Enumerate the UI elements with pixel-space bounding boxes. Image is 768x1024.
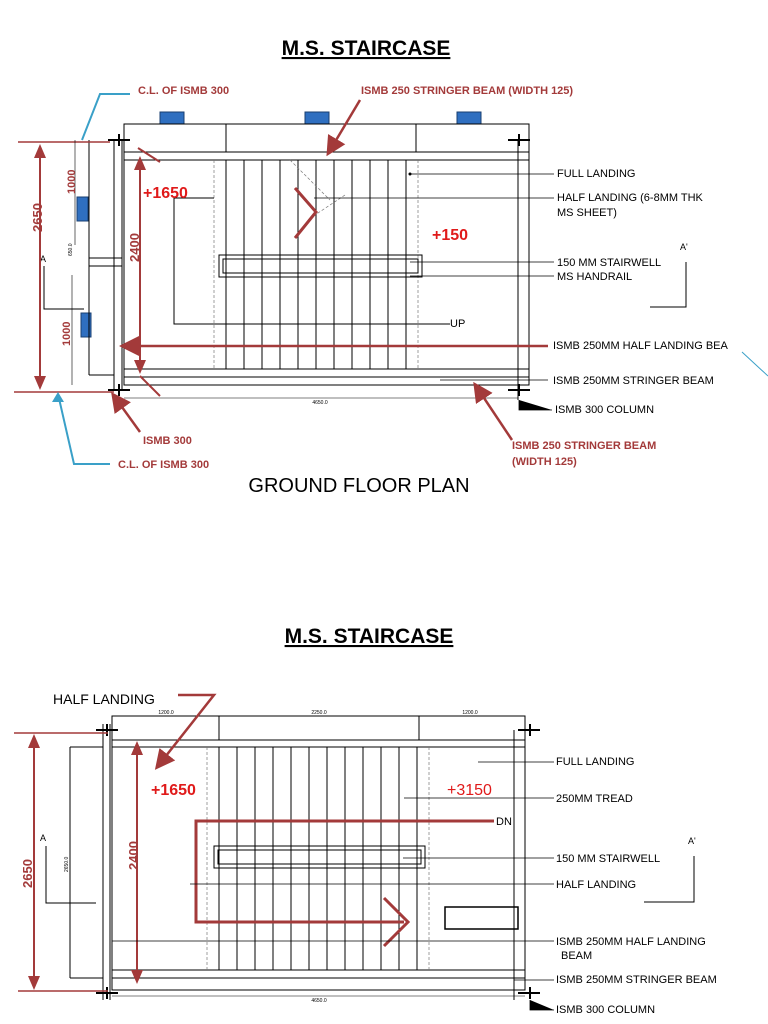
dim-inner-2: 2400 <box>126 841 141 870</box>
level-left: +1650 <box>143 185 188 202</box>
callout2-full-landing: FULL LANDING <box>556 756 634 768</box>
dim-length: 4650.0 <box>312 400 328 406</box>
stair-treads <box>225 160 407 369</box>
dim-overall-2: 2650 <box>20 859 35 888</box>
handrail <box>222 258 419 274</box>
label-stringer-top: ISMB 250 STRINGER BEAM (WIDTH 125) <box>361 85 573 97</box>
column-block <box>159 111 185 125</box>
small-dim-2: 2650.0 <box>64 856 70 872</box>
column-block <box>304 111 330 125</box>
column-block <box>456 111 482 125</box>
label-half-landing: HALF LANDING <box>53 691 155 707</box>
direction-arrow <box>293 187 318 239</box>
dim-overall: 2650 <box>30 203 45 232</box>
column-block <box>80 312 92 338</box>
callout2-stringer-beam: ISMB 250MM STRINGER BEAM <box>556 974 717 986</box>
leaders-sheet1 <box>314 173 554 411</box>
callout-up: UP <box>450 318 465 330</box>
callout-half-landing-sheet: MS SHEET) <box>557 207 617 219</box>
callout2-dn: DN <box>496 816 512 828</box>
callout2-half-landing-beam-2: BEAM <box>561 950 592 962</box>
opening-box <box>444 906 519 930</box>
callout-full-landing: FULL LANDING <box>557 168 635 180</box>
dim-length-2: 4650.0 <box>311 998 327 1004</box>
dim-lower: 1000 <box>61 322 73 346</box>
sheet-2: M.S. STAIRCASE HALF LANDING 1200.0 2250.… <box>14 625 717 1016</box>
callout-stairwell: 150 MM STAIRWELL <box>557 257 661 269</box>
label-cl-bottom: C.L. OF ISMB 300 <box>118 459 209 471</box>
callout2-column: ISMB 300 COLUMN <box>556 1004 655 1016</box>
callout-column: ISMB 300 COLUMN <box>555 404 654 416</box>
callout-handrail: MS HANDRAIL <box>557 271 632 283</box>
level-right-2: +3150 <box>447 782 492 799</box>
label-cl-top: C.L. OF ISMB 300 <box>138 85 229 97</box>
label-stringer-bottom: ISMB 250 STRINGER BEAM <box>512 440 656 452</box>
stairwell <box>218 254 423 278</box>
column-marks <box>108 134 530 396</box>
column-marks-2 <box>96 724 540 999</box>
dim-top-right: 1200.0 <box>462 710 478 716</box>
callout-half-landing: HALF LANDING (6-8MM THK <box>557 192 704 204</box>
section-mark-a-prime: A' <box>680 242 688 252</box>
sheet2-title: M.S. STAIRCASE <box>285 625 454 648</box>
direction-path <box>194 819 494 924</box>
label-ismb300: ISMB 300 <box>143 435 192 447</box>
dim-inner: 2400 <box>127 233 142 262</box>
level-right: +150 <box>432 227 468 244</box>
dim-upper: 1000 <box>66 170 78 194</box>
dim-top-left: 1200.0 <box>158 710 174 716</box>
overall-dimension-2 <box>14 732 108 992</box>
callout2-tread: 250MM TREAD <box>556 793 633 805</box>
half-landing-arrow <box>154 693 217 770</box>
stairwell-2 <box>213 845 426 869</box>
small-dim: 650.0 <box>68 243 74 256</box>
inner-dimension <box>134 147 161 397</box>
sheet1-title: M.S. STAIRCASE <box>282 37 451 60</box>
dim-top-mid: 2250.0 <box>311 710 327 716</box>
label-stringer-bottom-width: (WIDTH 125) <box>512 456 577 468</box>
landing-outline <box>173 197 214 325</box>
stair-treads-2 <box>218 747 418 970</box>
section-mark-a-prime-2: A' <box>688 836 696 846</box>
leaders-sheet2 <box>112 761 554 1011</box>
callout-stringer-beam: ISMB 250MM STRINGER BEAM <box>553 375 714 387</box>
plan-frame <box>88 123 530 400</box>
plan-frame-2 <box>69 715 526 1000</box>
section-mark-a: A <box>40 254 46 264</box>
callout-half-landing-beam: ISMB 250MM HALF LANDING BEA <box>553 340 728 352</box>
callout-line-cl-bottom <box>57 393 110 465</box>
callout-line-cl-top <box>81 93 130 141</box>
sheet-1: M.S. STAIRCASE <box>14 37 768 497</box>
callout2-half-landing: HALF LANDING <box>556 879 636 891</box>
plan-title: GROUND FLOOR PLAN <box>248 475 469 497</box>
hidden-lines-2 <box>206 747 430 970</box>
callout2-half-landing-beam: ISMB 250MM HALF LANDING <box>556 936 706 948</box>
level-left-2: +1650 <box>151 782 196 799</box>
column-block <box>76 196 89 222</box>
callout2-stairwell: 150 MM STAIRWELL <box>556 853 660 865</box>
section-mark-a-2: A <box>40 833 46 843</box>
overall-dimension <box>14 141 114 393</box>
